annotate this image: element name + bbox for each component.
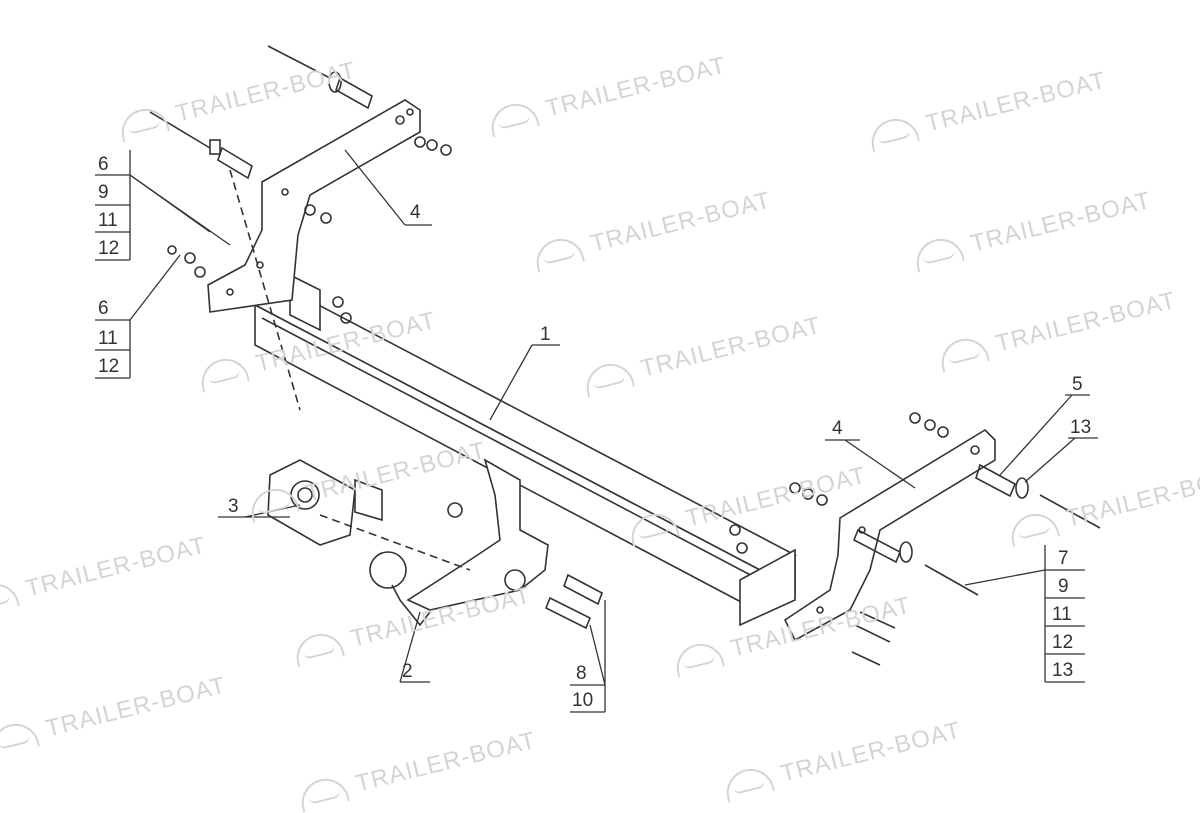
svg-text:6: 6	[98, 298, 109, 319]
svg-text:11: 11	[98, 210, 118, 231]
svg-text:10: 10	[572, 690, 593, 711]
label-part-13: 13	[1070, 417, 1091, 438]
svg-text:11: 11	[1052, 604, 1072, 625]
svg-text:9: 9	[1058, 576, 1069, 597]
svg-text:12: 12	[1052, 632, 1073, 653]
label-part-4-left: 4	[410, 202, 421, 223]
svg-text:8: 8	[576, 663, 587, 684]
socket-plate-part-3	[267, 459, 471, 571]
svg-text:7: 7	[1058, 548, 1069, 569]
label-stack-6-11-12: 6 11 12	[95, 254, 181, 379]
label-part-1: 1	[540, 324, 551, 345]
alignment-line	[229, 169, 301, 411]
left-side-bracket-part-4	[149, 45, 452, 324]
label-part-3: 3	[228, 496, 239, 517]
svg-text:13: 13	[1052, 660, 1073, 681]
right-side-bracket-part-4	[729, 412, 1101, 666]
label-stack-6-9-11-12: 6 9 11 12	[95, 150, 231, 261]
label-part-5: 5	[1072, 374, 1083, 395]
label-part-2: 2	[402, 661, 413, 682]
svg-text:11: 11	[98, 328, 118, 349]
svg-text:12: 12	[98, 238, 119, 259]
svg-text:6: 6	[98, 154, 109, 175]
towball-mount-part-2	[369, 458, 603, 630]
label-part-4-right: 4	[832, 418, 843, 439]
label-stack-7-9-11-12-13: 7 9 11 12 13	[964, 545, 1085, 683]
svg-text:9: 9	[98, 182, 109, 203]
label-stack-8-10: 8 10	[570, 600, 606, 713]
callouts: 1 2 3 4 4 5 13 6 9 11 12 6 11 12	[95, 149, 1098, 713]
svg-text:12: 12	[98, 356, 119, 377]
